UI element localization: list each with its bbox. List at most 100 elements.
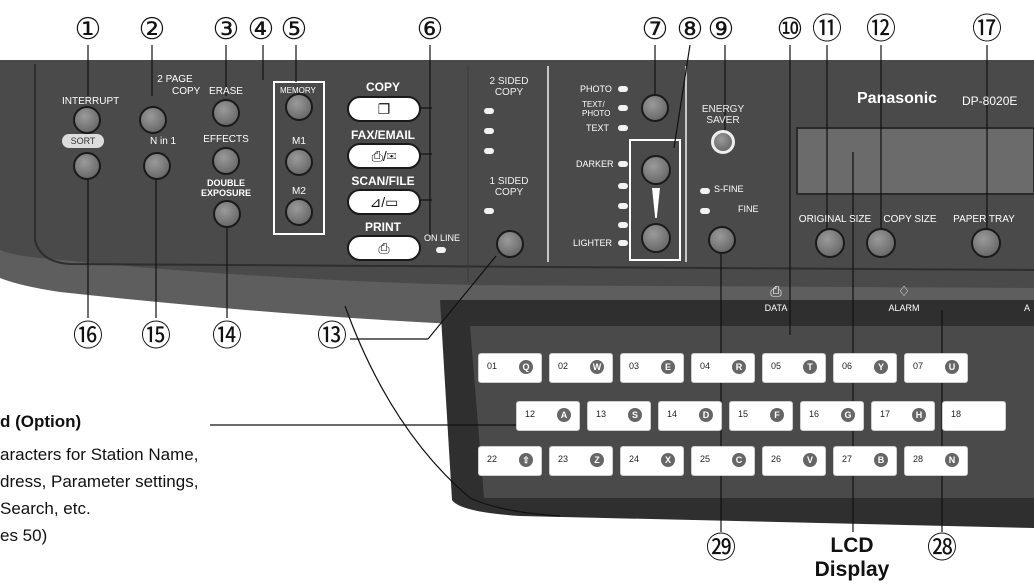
two-page-label-1: 2 PAGE xyxy=(157,74,193,85)
callout-1: ① xyxy=(74,12,102,47)
resolution-button[interactable] xyxy=(708,226,736,254)
m2-button[interactable] xyxy=(285,198,313,226)
key-letter: W xyxy=(590,360,604,374)
interrupt-button[interactable] xyxy=(73,106,101,134)
key-13[interactable]: 13 S xyxy=(587,401,651,431)
double-exposure-button[interactable] xyxy=(213,200,241,228)
led-density-3 xyxy=(618,203,628,209)
effects-button[interactable] xyxy=(212,147,240,175)
darker-label: DARKER xyxy=(576,159,614,169)
note-line-3: Search, etc. xyxy=(0,499,91,518)
key-letter: S xyxy=(628,408,642,422)
one-sided-copy-button[interactable] xyxy=(496,230,524,258)
fax-email-label: FAX/EMAIL xyxy=(350,128,416,142)
key-05[interactable]: 05 T xyxy=(762,353,826,383)
callout-14: ⑭ xyxy=(212,319,242,354)
paper-tray-button[interactable] xyxy=(971,228,1001,258)
memory-button[interactable] xyxy=(285,93,313,121)
s-fine-label: S-FINE xyxy=(714,184,744,194)
lighter-button[interactable] xyxy=(641,223,671,253)
key-04[interactable]: 04 R xyxy=(691,353,755,383)
key-number: 02 xyxy=(558,361,569,371)
callout-16: ⑯ xyxy=(73,319,103,354)
key-letter: A xyxy=(557,408,571,422)
note-title: d (Option) xyxy=(0,412,82,431)
key-18[interactable]: 18 xyxy=(942,401,1006,431)
key-letter: V xyxy=(803,453,817,467)
callout-2: ② xyxy=(138,12,166,47)
copy-size-button[interactable] xyxy=(866,228,896,258)
print-button[interactable]: ⎙ xyxy=(347,235,421,261)
callout-3: ③ xyxy=(212,12,240,47)
copy-button[interactable]: ❐ xyxy=(347,96,421,122)
erase-button[interactable] xyxy=(212,99,240,127)
key-letter: Z xyxy=(590,453,604,467)
key-letter: R xyxy=(732,360,746,374)
led-2sided-b xyxy=(484,128,494,134)
sort-badge: SORT xyxy=(62,134,104,148)
key-number: 05 xyxy=(771,361,782,371)
key-number: 06 xyxy=(842,361,853,371)
key-number: 23 xyxy=(558,454,569,464)
key-number: 07 xyxy=(913,361,924,371)
energy-saver-button[interactable] xyxy=(711,130,735,154)
fax-email-button[interactable]: ⎙/✉ xyxy=(347,143,421,169)
led-density-1 xyxy=(618,161,628,167)
key-letter: E xyxy=(661,360,675,374)
callout-13: ⑬ xyxy=(317,319,347,354)
n-in-1-button[interactable] xyxy=(143,152,171,180)
key-03[interactable]: 03 E xyxy=(620,353,684,383)
key-letter: N xyxy=(945,453,959,467)
key-number: 03 xyxy=(629,361,640,371)
text-photo-label-2: PHOTO xyxy=(582,109,611,118)
memory-label: MEMORY xyxy=(280,86,316,95)
key-number: 27 xyxy=(842,454,853,464)
key-letter: Q xyxy=(519,360,533,374)
on-line-led xyxy=(436,247,446,253)
paper-tray-label: PAPER TRAY xyxy=(953,214,1015,225)
key-number: 04 xyxy=(700,361,711,371)
m1-button[interactable] xyxy=(285,148,313,176)
lcd-caption-2: Display xyxy=(814,558,890,581)
two-page-copy-button[interactable] xyxy=(139,106,167,134)
key-26[interactable]: 26 V xyxy=(762,446,826,476)
key-letter: H xyxy=(912,408,926,422)
led-density-4 xyxy=(618,222,628,228)
led-1sided xyxy=(484,208,494,214)
copy-label: COPY xyxy=(365,80,401,94)
energy-saver-label-2: SAVER xyxy=(706,115,740,126)
original-type-button[interactable] xyxy=(641,94,669,122)
sort-button[interactable] xyxy=(73,152,101,180)
key-02[interactable]: 02 W xyxy=(549,353,613,383)
energy-saver-label-1: ENERGY xyxy=(701,104,745,115)
key-number: 26 xyxy=(771,454,782,464)
key-number: 01 xyxy=(487,361,498,371)
lcd-caption-1: LCD xyxy=(830,534,874,557)
key-number: 13 xyxy=(596,409,607,419)
m2-label: M2 xyxy=(292,186,306,197)
original-size-button[interactable] xyxy=(815,228,845,258)
one-sided-label-1: 1 SIDED xyxy=(489,176,529,187)
scan-file-button[interactable]: ⊿/▭ xyxy=(347,189,421,215)
two-sided-label-1: 2 SIDED xyxy=(489,76,529,87)
text-label: TEXT xyxy=(586,123,610,133)
key-22[interactable]: 22⇧ xyxy=(478,446,542,476)
key-01[interactable]: 01 Q xyxy=(478,353,542,383)
data-icon: ⎙ xyxy=(770,283,782,299)
key-23[interactable]: 23 Z xyxy=(549,446,613,476)
m1-label: M1 xyxy=(292,136,306,147)
darker-button[interactable] xyxy=(641,155,671,185)
model-label: DP-8020E xyxy=(962,94,1018,108)
key-letter: T xyxy=(803,360,817,374)
